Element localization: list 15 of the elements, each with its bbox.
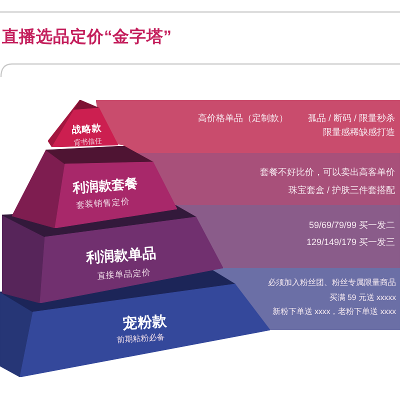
tier-subtitle: 前期粘粉必备 xyxy=(116,332,166,344)
tier-title: 利润款单品 xyxy=(86,246,156,264)
tier-title: 利润款套餐 xyxy=(72,176,138,194)
description-text: 限量感稀缺感打造 xyxy=(323,128,395,137)
tier-subtitle: 套装销售定价 xyxy=(76,197,130,210)
title: 直播选品定价“金字塔” xyxy=(2,29,172,46)
description-text: 珠宝套盒 / 护肤三件套搭配 xyxy=(288,186,395,195)
description-text: 孤品 / 断码 / 限量秒杀 xyxy=(308,114,395,123)
tier-title: 战略款 xyxy=(72,124,102,136)
description-text: 129/149/179 买一发三 xyxy=(306,238,395,247)
description-text: 高价格单品（定制款） xyxy=(198,114,288,123)
description-text: 59/69/79/99 买一发二 xyxy=(308,221,395,230)
description-text: 套餐不好比价，可以卖出高客单价 xyxy=(260,168,395,177)
tier-title: 宠粉款 xyxy=(122,314,168,332)
tier-subtitle: 直接单品定价 xyxy=(96,268,152,280)
